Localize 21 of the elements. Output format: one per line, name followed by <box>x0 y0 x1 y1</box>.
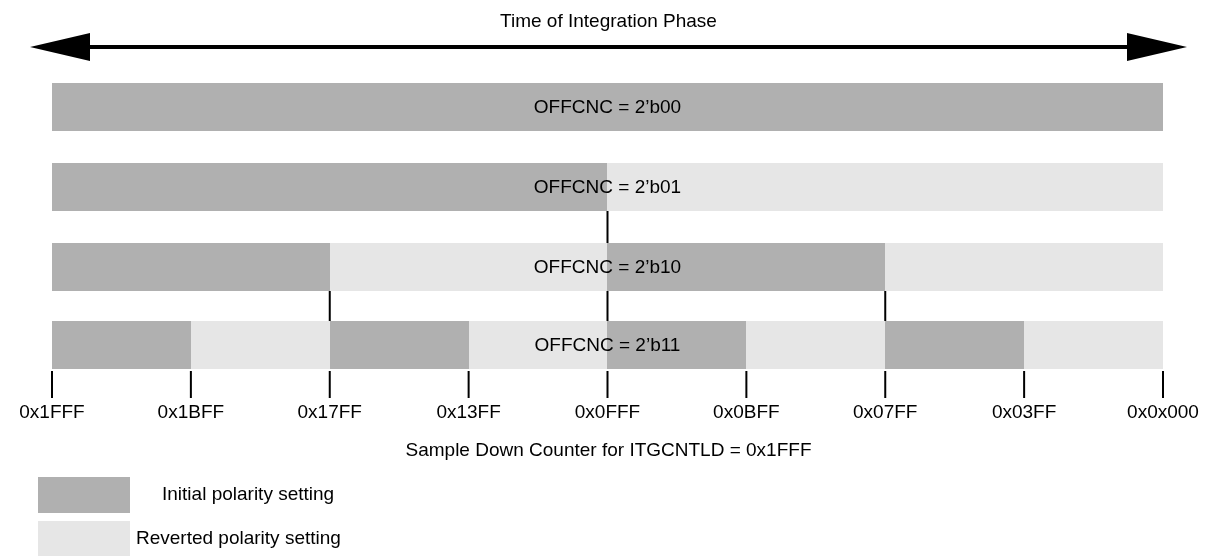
tick-label: 0x07FF <box>852 401 919 423</box>
arrow-label: Time of Integration Phase <box>499 10 718 32</box>
tick-label: 0x1BFF <box>156 401 226 423</box>
bar-label: OFFCNC = 2’b00 <box>532 96 683 118</box>
tick-label: 0x0FFF <box>573 401 642 423</box>
legend-label: Initial polarity setting <box>162 483 335 505</box>
tick-label: 0x17FF <box>296 401 363 423</box>
timing-bar <box>52 83 1163 131</box>
axis-label: Sample Down Counter for ITGCNTLD = 0x1FFF <box>404 439 813 461</box>
tick-label: 0x0BFF <box>712 401 781 423</box>
tick-label: 0x0x000 <box>1126 401 1200 423</box>
tick-label: 0x1FFF <box>18 401 86 423</box>
bar-label: OFFCNC = 2’b01 <box>532 176 683 198</box>
legend-label: Reverted polarity setting <box>136 527 341 549</box>
timing-bar <box>52 243 1163 291</box>
tick-label: 0x13FF <box>435 401 502 423</box>
bar-label: OFFCNC = 2’b11 <box>533 334 682 356</box>
timing-bar <box>52 163 1163 211</box>
timing-bar <box>52 321 1163 369</box>
tick-label: 0x03FF <box>990 401 1058 423</box>
bar-label: OFFCNC = 2’b10 <box>532 256 683 278</box>
